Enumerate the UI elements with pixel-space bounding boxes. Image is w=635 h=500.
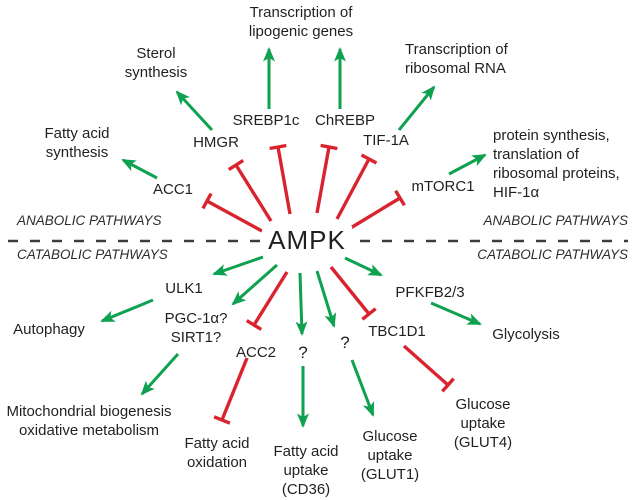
node-question-right: ? (340, 333, 350, 352)
edge-ampk-question_left-activates (295, 272, 308, 336)
edge-mtorc1-protein_synthesis-activates (448, 153, 487, 176)
edge-ampk-ulk1-activates (212, 255, 264, 276)
edge-ampk-pgc1a_sirt1-activates (231, 263, 278, 306)
label-mitochondrial-biogenesis: Mitochondrial biogenesis oxidative metab… (6, 403, 172, 439)
node-chrebp: ChREBP (314, 112, 376, 129)
label-protein-synthesis-block: protein synthesis, translation of riboso… (493, 127, 620, 201)
node-ulk1: ULK1 (165, 280, 203, 297)
edge-ampk-hmgr-inhibits (227, 159, 273, 222)
node-pgc1a-sirt1: PGC-1α? SIRT1? (164, 310, 228, 346)
section-anabolic-right: ANABOLIC PATHWAYS (483, 213, 628, 228)
section-catabolic-left: CATABOLIC PATHWAYS (17, 247, 168, 262)
edge-ampk-chrebp-inhibits (315, 143, 338, 214)
edge-ampk-tbc1d1-inhibits (329, 265, 377, 321)
edge-ulk1-autophagy-activates (100, 298, 154, 323)
edge-ampk-acc2-inhibits (245, 271, 289, 331)
edge-ampk-question_right-activates (315, 270, 337, 328)
label-sterol-synthesis: Sterol synthesis (124, 45, 188, 81)
edge-pfkfb23-glycolysis-activates (430, 301, 482, 326)
node-acc2: ACC2 (235, 344, 277, 361)
label-transcription-lipogenic-genes: Transcription of lipogenic genes (248, 4, 354, 40)
edge-tif1a-transcription_ribosomal-activates (397, 85, 436, 131)
label-transcription-ribosomal-rna: Transcription of ribosomal RNA (405, 41, 508, 77)
node-srebp1c: SREBP1c (232, 112, 300, 129)
section-catabolic-right: CATABOLIC PATHWAYS (477, 247, 628, 262)
label-autophagy: Autophagy (13, 321, 85, 338)
label-fatty-acid-uptake-cd36: Fatty acid uptake (CD36) (273, 443, 339, 498)
label-fatty-acid-synthesis: Fatty acid synthesis (44, 125, 110, 161)
node-mtorc1: mTORC1 (411, 178, 475, 195)
edge-ampk-mtorc1-inhibits (348, 189, 406, 231)
node-tif1a: TIF-1A (363, 132, 409, 149)
edge-ampk-acc1-inhibits (201, 192, 263, 233)
node-hmgr: HMGR (193, 134, 239, 151)
edge-hmgr-sterol_synthesis-activates (175, 90, 214, 132)
node-acc1: ACC1 (152, 181, 194, 198)
label-glucose-uptake-glut4: Glucose uptake (GLUT4) (453, 396, 513, 451)
section-anabolic-left: ANABOLIC PATHWAYS (17, 213, 162, 228)
edge-tbc1d1-glucose_uptake_glut4-inhibits (402, 344, 455, 393)
edge-pgc1a_sirt1-mitochondrial_biogenesis-activates (140, 352, 180, 396)
node-question-left: ? (298, 343, 308, 362)
edge-acc2-fatty_acid_oxidation-inhibits (213, 357, 249, 425)
node-ampk: AMPK (262, 226, 352, 254)
edge-question_right-glucose_uptake_glut1-activates (350, 359, 375, 417)
edge-ampk-pfkfb23-activates (344, 256, 383, 277)
edge-ampk-tif1a-inhibits (335, 153, 378, 220)
edge-ampk-srebp1c-inhibits (269, 143, 292, 215)
label-fatty-acid-oxidation: Fatty acid oxidation (184, 435, 250, 471)
edge-acc1-fatty_acid_synthesis-activates (121, 158, 158, 180)
label-glycolysis: Glycolysis (492, 326, 560, 343)
label-glucose-uptake-glut1: Glucose uptake (GLUT1) (360, 428, 420, 483)
node-pfkfb23: PFKFB2/3 (395, 284, 465, 301)
node-tbc1d1: TBC1D1 (368, 323, 426, 340)
